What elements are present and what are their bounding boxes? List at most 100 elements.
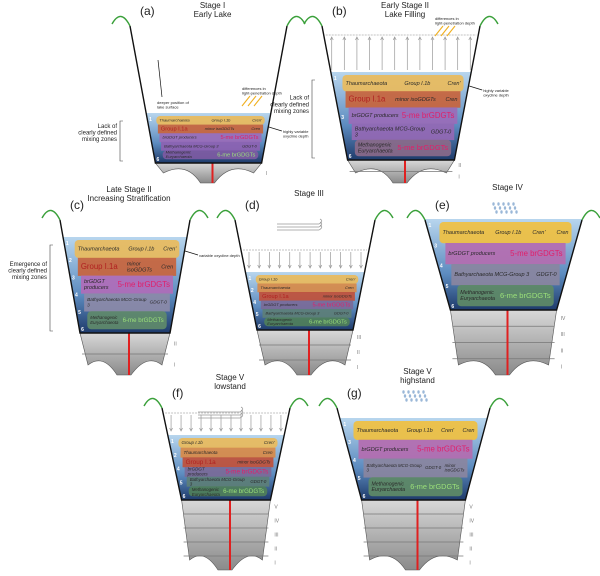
layer-label: brGDGT producers — [264, 302, 298, 307]
arrow-head — [179, 427, 183, 432]
light-ray — [241, 95, 251, 107]
layer-label: 5-me brGDGTs — [225, 469, 268, 476]
layer-number: 1 — [249, 276, 252, 282]
layer-label: brGDGT producers — [162, 135, 196, 140]
layer-number: 6 — [258, 324, 261, 330]
layer-label: Cren — [345, 285, 354, 290]
rim-vegetation-right — [289, 397, 309, 409]
layer-number: 3 — [72, 275, 75, 281]
panel-title: Early Lake — [194, 10, 232, 19]
rain-icon — [502, 202, 505, 206]
rain-icon — [513, 206, 517, 210]
layer-label: 5-me brGDGTs — [312, 302, 350, 308]
layer-number: 4 — [353, 458, 356, 464]
rain-icon — [410, 398, 413, 402]
layer-label: Group I.1b — [407, 428, 433, 434]
rain-icon — [495, 210, 498, 214]
rim-vegetation-right — [479, 15, 499, 27]
layer-label: Group I.1a — [81, 262, 119, 271]
layer-number: 4 — [75, 293, 78, 299]
layer-number: 2 — [69, 258, 72, 264]
basin-wall — [129, 25, 288, 164]
sediment-unit-label: II — [469, 546, 472, 552]
layer-number: 5 — [180, 480, 183, 486]
layer-label: Thaumarchaeota — [442, 230, 484, 236]
oxycline-arrow — [268, 126, 282, 132]
sediment-unit-label: II — [561, 348, 564, 354]
rim-vegetation-left — [406, 209, 426, 221]
sediment-unit-label: IV — [561, 316, 566, 322]
layer-label: Thaumarchaeota — [184, 450, 219, 455]
wind-icon — [198, 409, 244, 416]
panel-title: highstand — [400, 376, 435, 385]
layer-label: Group I.1a — [161, 127, 189, 133]
mixing-zone-bracket — [311, 79, 315, 159]
layer-label: Cren' — [264, 440, 275, 445]
arrow-head — [455, 36, 460, 41]
microbial-layer — [156, 116, 265, 125]
rain-icon — [415, 398, 418, 402]
microbial-layer — [260, 300, 354, 310]
layer-number: 1 — [149, 117, 152, 123]
microbial-layer — [457, 285, 554, 307]
layer-label: Bathyarchaeota MCG-Group 3 — [454, 272, 530, 278]
rain-icon — [505, 210, 508, 214]
microbial-layer — [186, 476, 270, 487]
sediment-unit-label: V — [469, 504, 473, 510]
microbial-layer — [264, 317, 350, 327]
layer-label: 5-me brGDGTs — [510, 249, 563, 258]
panel-title: lowstand — [214, 382, 246, 391]
rain-icon — [402, 390, 405, 394]
layer-label: 6-me brGDGTs — [500, 291, 551, 300]
layer-number: 3 — [434, 243, 437, 249]
lake-level-arrow — [157, 59, 163, 98]
arrow-head — [443, 36, 447, 41]
layer-label: Cren — [557, 230, 569, 236]
rain-icon — [507, 202, 510, 206]
layer-label: minor isoGDGTs — [395, 97, 436, 103]
arrow-head — [267, 264, 272, 269]
microbial-layer — [87, 311, 167, 330]
microbial-layer — [262, 309, 352, 318]
microbial-layer — [161, 141, 260, 151]
layer-label: Cren — [263, 450, 273, 455]
arrow-head — [308, 264, 312, 269]
sediment-unit-label: I — [458, 174, 459, 180]
microbial-layer — [182, 457, 274, 468]
microbial-layer — [363, 458, 468, 478]
microbial-layer — [184, 467, 272, 477]
oxycline-arrow — [184, 250, 199, 256]
sediment-unit-label: I — [561, 365, 562, 371]
microbial-layer — [451, 264, 560, 286]
arrow-head — [405, 36, 410, 41]
layer-number: 5 — [446, 284, 449, 290]
rain-icon — [503, 206, 507, 210]
arrow-head — [199, 427, 203, 432]
rain-icon — [500, 210, 503, 214]
arrow-head — [418, 36, 422, 41]
panel-title: Stage III — [294, 189, 324, 198]
arrow-head — [430, 36, 435, 41]
layer-number: 4 — [177, 467, 180, 473]
sediment-fill — [361, 499, 466, 571]
light-ray — [253, 95, 263, 107]
sediment-unit-label: II — [357, 350, 360, 356]
microbial-layer — [342, 75, 464, 92]
microbial-layer — [353, 421, 478, 441]
rain-icon — [512, 202, 515, 206]
layer-label: Bathyarchaeota MCG-Group 3 — [164, 143, 219, 148]
panel-title: Stage IV — [492, 183, 523, 192]
